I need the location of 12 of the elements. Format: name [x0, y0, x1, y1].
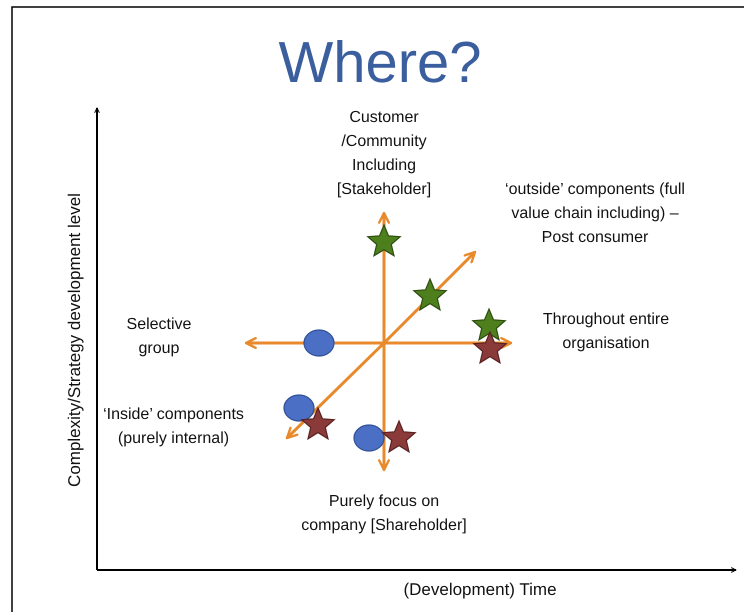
axis-label: Complexity/Strategy development level — [65, 193, 85, 487]
arrow — [286, 342, 386, 440]
arrow — [378, 343, 390, 472]
arrow — [384, 337, 512, 349]
node-text: ‘Inside’ components (purely internal) — [102, 405, 245, 449]
node-text: ‘outside’ components (full value chain including) – Post consumer — [504, 180, 686, 248]
node-text: Purely focus on company [Shareholder] — [300, 492, 468, 536]
title: Where? — [277, 30, 483, 96]
node-text: Selective group — [126, 315, 192, 359]
node-text: Customer /Community Including [Stakeholder] — [336, 108, 432, 200]
axis-label: (Development) Time — [403, 580, 557, 600]
node-text: Throughout entire organisation — [542, 310, 670, 354]
